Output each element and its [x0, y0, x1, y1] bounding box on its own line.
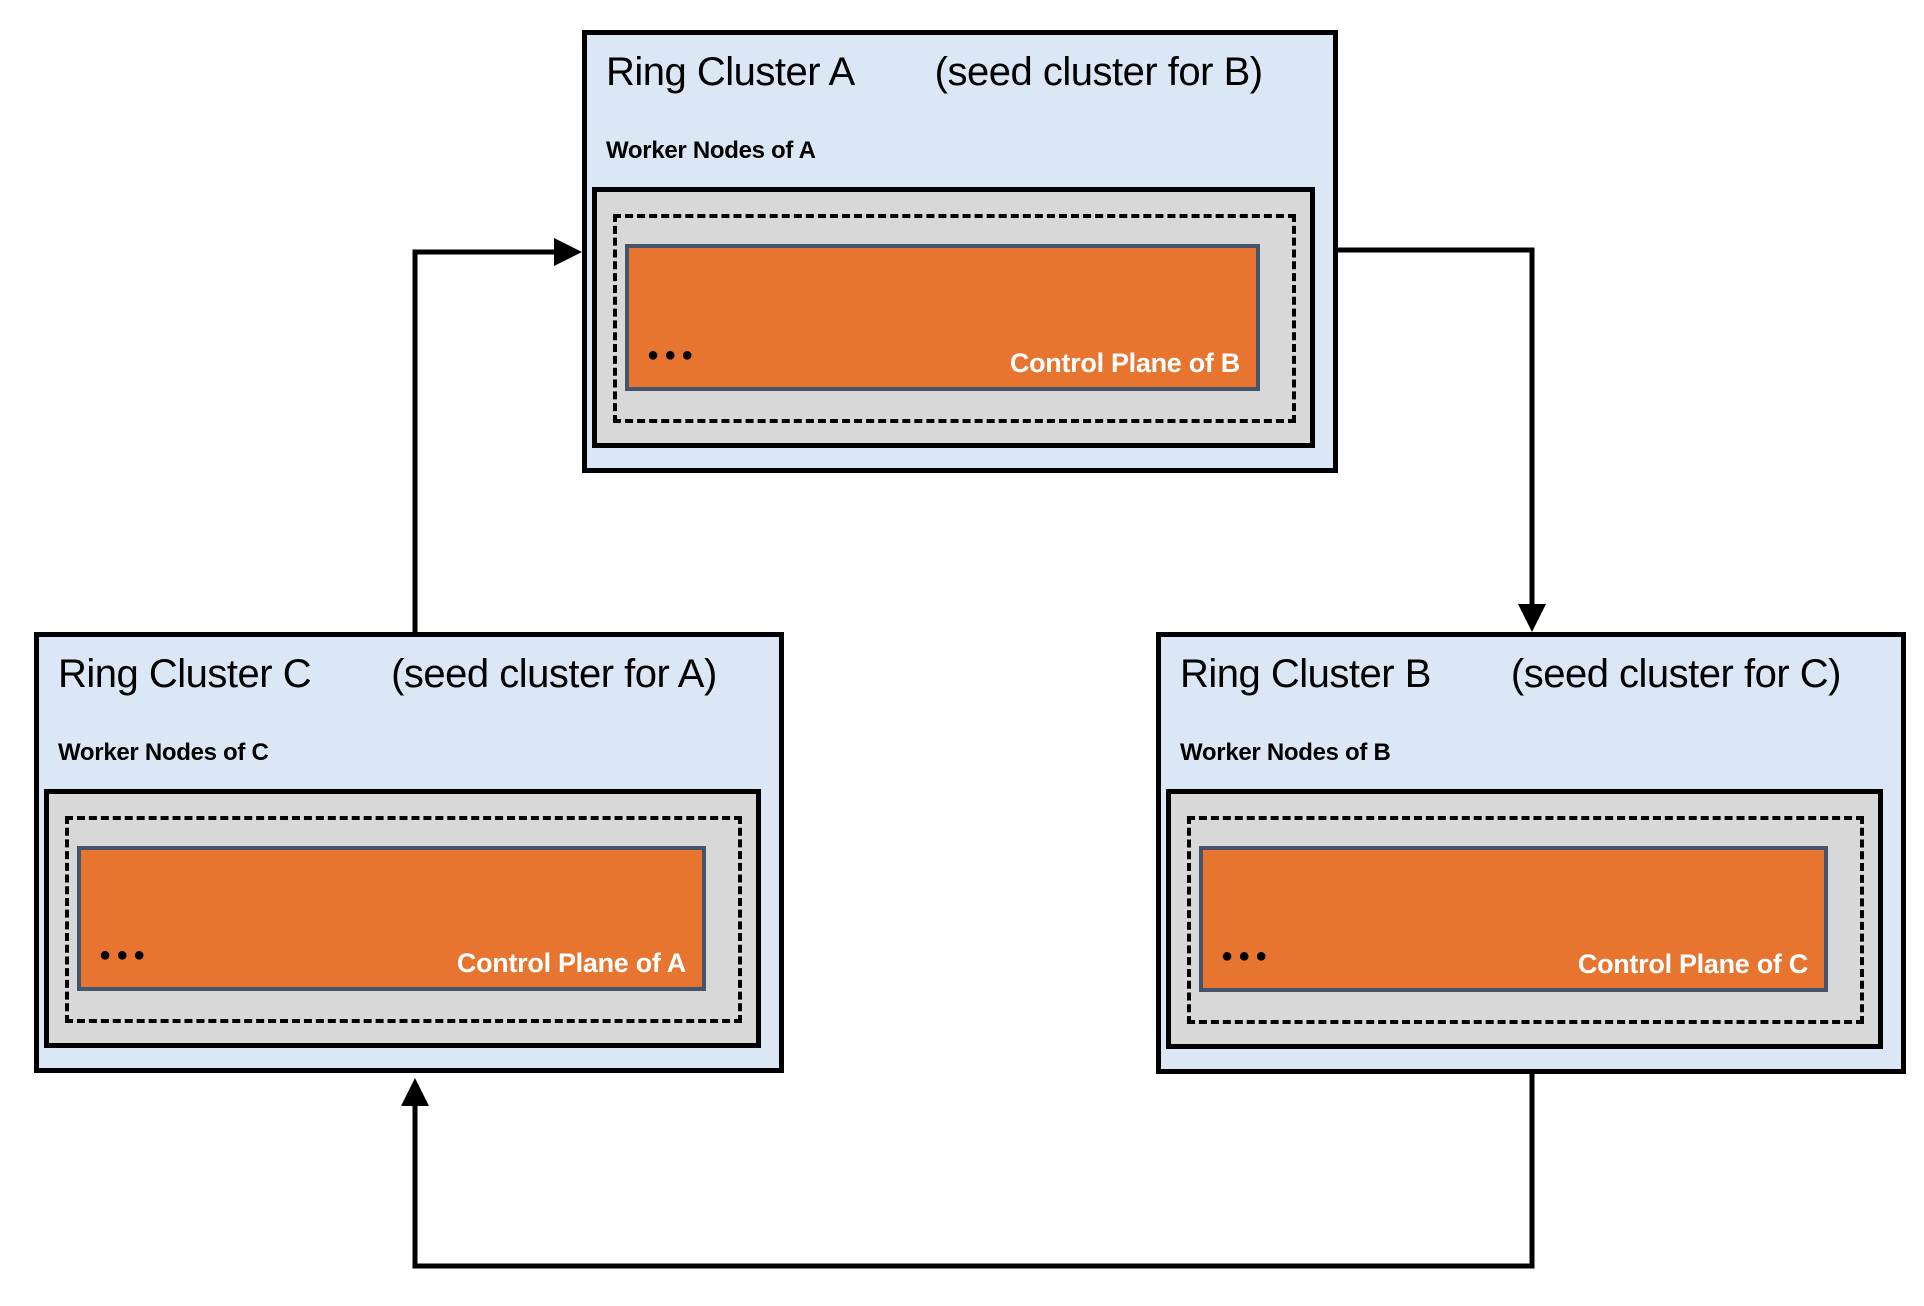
cluster-c-control-plane-label: Control Plane of A: [456, 948, 686, 979]
cluster-a-title-row: Ring Cluster A (seed cluster for B): [606, 47, 1323, 97]
cluster-c-seed-note: (seed cluster for A): [391, 652, 717, 696]
cluster-a-title: Ring Cluster A: [606, 50, 855, 94]
cluster-c-worker-label: Worker Nodes of C: [58, 739, 269, 766]
cluster-b-control-plane-box: ●●● Control Plane of C: [1199, 846, 1828, 992]
cluster-b-box: Ring Cluster B (seed cluster for C) Work…: [1156, 632, 1906, 1074]
cluster-c-title-row: Ring Cluster C (seed cluster for A): [58, 649, 769, 699]
cluster-a-control-plane-box: ●●● Control Plane of B: [625, 244, 1260, 391]
cluster-b-worker-label: Worker Nodes of B: [1180, 739, 1391, 766]
cluster-a-dashed-boundary: ●●● Control Plane of B: [613, 214, 1296, 423]
cluster-b-title-row: Ring Cluster B (seed cluster for C): [1180, 649, 1891, 699]
arrow-a-to-b: [1338, 247, 1546, 632]
cluster-a-worker-nodes-box: ●●● Control Plane of B: [592, 187, 1315, 448]
ellipsis-dots-icon: ●●●: [647, 344, 699, 366]
cluster-b-worker-nodes-box: ●●● Control Plane of C: [1166, 789, 1883, 1049]
cluster-b-control-plane-label: Control Plane of C: [1577, 949, 1808, 980]
cluster-a-worker-label: Worker Nodes of A: [606, 137, 816, 164]
cluster-a-seed-note: (seed cluster for B): [934, 50, 1263, 94]
cluster-c-dashed-boundary: ●●● Control Plane of A: [65, 816, 742, 1023]
cluster-b-dashed-boundary: ●●● Control Plane of C: [1187, 816, 1864, 1024]
cluster-c-worker-nodes-box: ●●● Control Plane of A: [44, 789, 761, 1048]
cluster-c-title: Ring Cluster C: [58, 652, 312, 696]
cluster-c-box: Ring Cluster C (seed cluster for A) Work…: [34, 632, 784, 1073]
cluster-a-box: Ring Cluster A (seed cluster for B) Work…: [582, 30, 1338, 473]
arrow-c-to-a: [412, 238, 582, 632]
ellipsis-dots-icon: ●●●: [1221, 945, 1273, 967]
arrow-b-to-c: [401, 1074, 1535, 1269]
cluster-c-control-plane-box: ●●● Control Plane of A: [77, 846, 706, 991]
cluster-b-title: Ring Cluster B: [1180, 652, 1431, 696]
ellipsis-dots-icon: ●●●: [99, 944, 151, 966]
cluster-b-seed-note: (seed cluster for C): [1510, 652, 1842, 696]
cluster-a-control-plane-label: Control Plane of B: [1009, 348, 1240, 379]
